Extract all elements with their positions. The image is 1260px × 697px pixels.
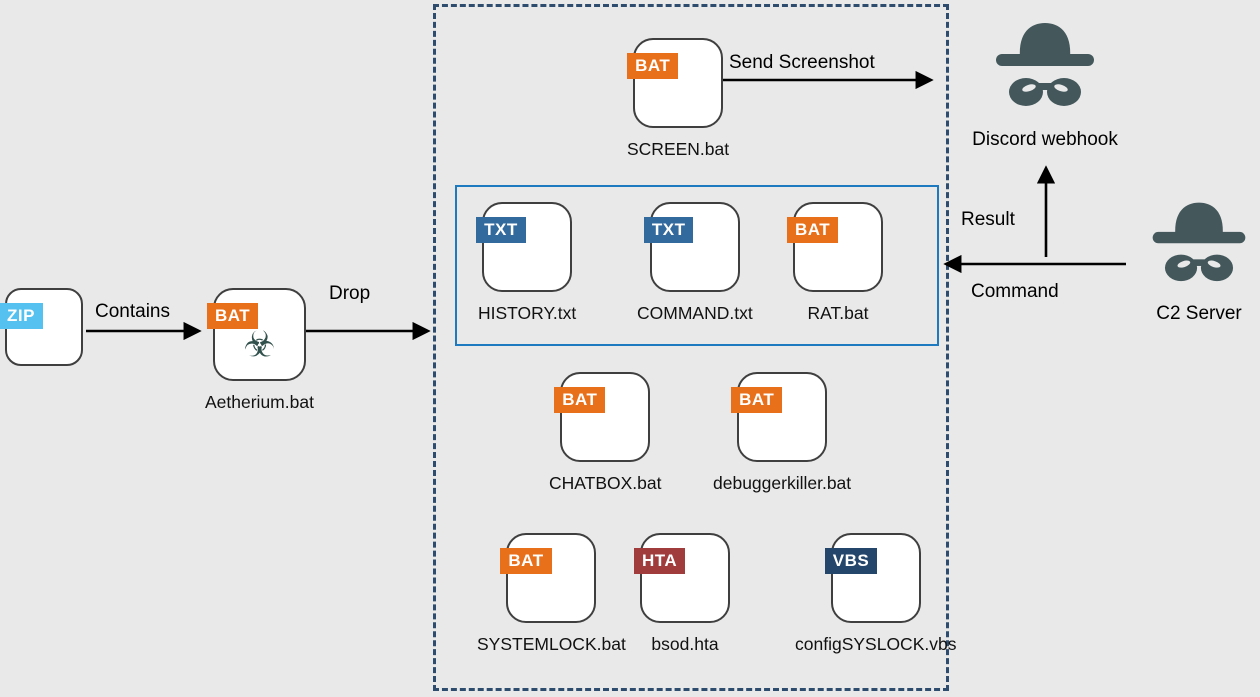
file-node-zip: ZIP (0, 288, 83, 366)
edge-label-result: Result (961, 209, 1015, 230)
file-icon: BAT (627, 38, 724, 128)
bat-badge: BAT (731, 387, 783, 413)
vbs-badge: VBS (824, 548, 878, 574)
biohazard-icon: ☣ (243, 324, 276, 366)
file-node-chatbox: BAT CHATBOX.bat (549, 372, 662, 494)
edge-label-command: Command (971, 281, 1059, 302)
spy-icon (996, 23, 1094, 106)
zip-badge: ZIP (0, 303, 43, 329)
edge-label-contains: Contains (95, 301, 170, 322)
actor-discord-webhook: Discord webhook (972, 16, 1118, 151)
file-node-configsyslock: VBS configSYSLOCK.vbs (795, 533, 956, 655)
bat-badge: BAT (206, 303, 259, 329)
file-node-systemlock: BAT SYSTEMLOCK.bat (477, 533, 626, 655)
file-icon: TXT (476, 202, 573, 292)
file-icon: HTA (634, 533, 730, 623)
actor-label: Discord webhook (972, 129, 1118, 150)
file-icon: TXT (643, 202, 740, 292)
dropped-files-container (433, 4, 949, 691)
edge-label-send-screenshot: Send Screenshot (729, 52, 875, 73)
file-node-command-txt: TXT COMMAND.txt (637, 202, 753, 324)
file-icon: BAT ☣ (206, 288, 306, 381)
hta-badge: HTA (634, 548, 686, 574)
edge-label-drop: Drop (329, 283, 371, 304)
bat-badge: BAT (554, 387, 606, 413)
file-label: SCREEN.bat (627, 139, 730, 159)
file-node-bsod: HTA bsod.hta (634, 533, 730, 655)
bat-badge: BAT (500, 548, 552, 574)
file-icon: BAT (500, 533, 597, 623)
file-label: CHATBOX.bat (549, 473, 662, 493)
txt-badge: TXT (476, 217, 526, 243)
bat-badge: BAT (787, 217, 839, 243)
file-label: bsod.hta (651, 634, 719, 654)
file-node-rat: BAT RAT.bat (787, 202, 883, 324)
file-label: configSYSLOCK.vbs (795, 634, 957, 654)
file-label: SYSTEMLOCK.bat (477, 634, 626, 654)
txt-badge: TXT (643, 217, 694, 243)
file-label: debuggerkiller.bat (713, 473, 852, 493)
file-label: Aetherium.bat (205, 392, 314, 412)
file-node-history: TXT HISTORY.txt (476, 202, 577, 324)
file-icon: ZIP (0, 288, 83, 366)
file-label: COMMAND.txt (637, 303, 753, 323)
bat-badge: BAT (627, 53, 679, 79)
file-label: HISTORY.txt (478, 303, 577, 323)
file-node-debuggerkiller: BAT debuggerkiller.bat (713, 372, 851, 494)
file-node-screen: BAT SCREEN.bat (627, 38, 729, 160)
actor-c2-server: C2 Server (1138, 196, 1260, 325)
actor-label: C2 Server (1156, 303, 1242, 324)
file-label: RAT.bat (807, 303, 869, 323)
file-node-aetherium: BAT ☣ Aetherium.bat (205, 288, 314, 413)
spy-icon (1152, 202, 1246, 282)
c2-files-group (455, 185, 939, 346)
file-icon: BAT (787, 202, 883, 292)
file-icon: BAT (554, 372, 651, 462)
file-icon: BAT (731, 372, 828, 462)
file-icon: VBS (824, 533, 921, 623)
